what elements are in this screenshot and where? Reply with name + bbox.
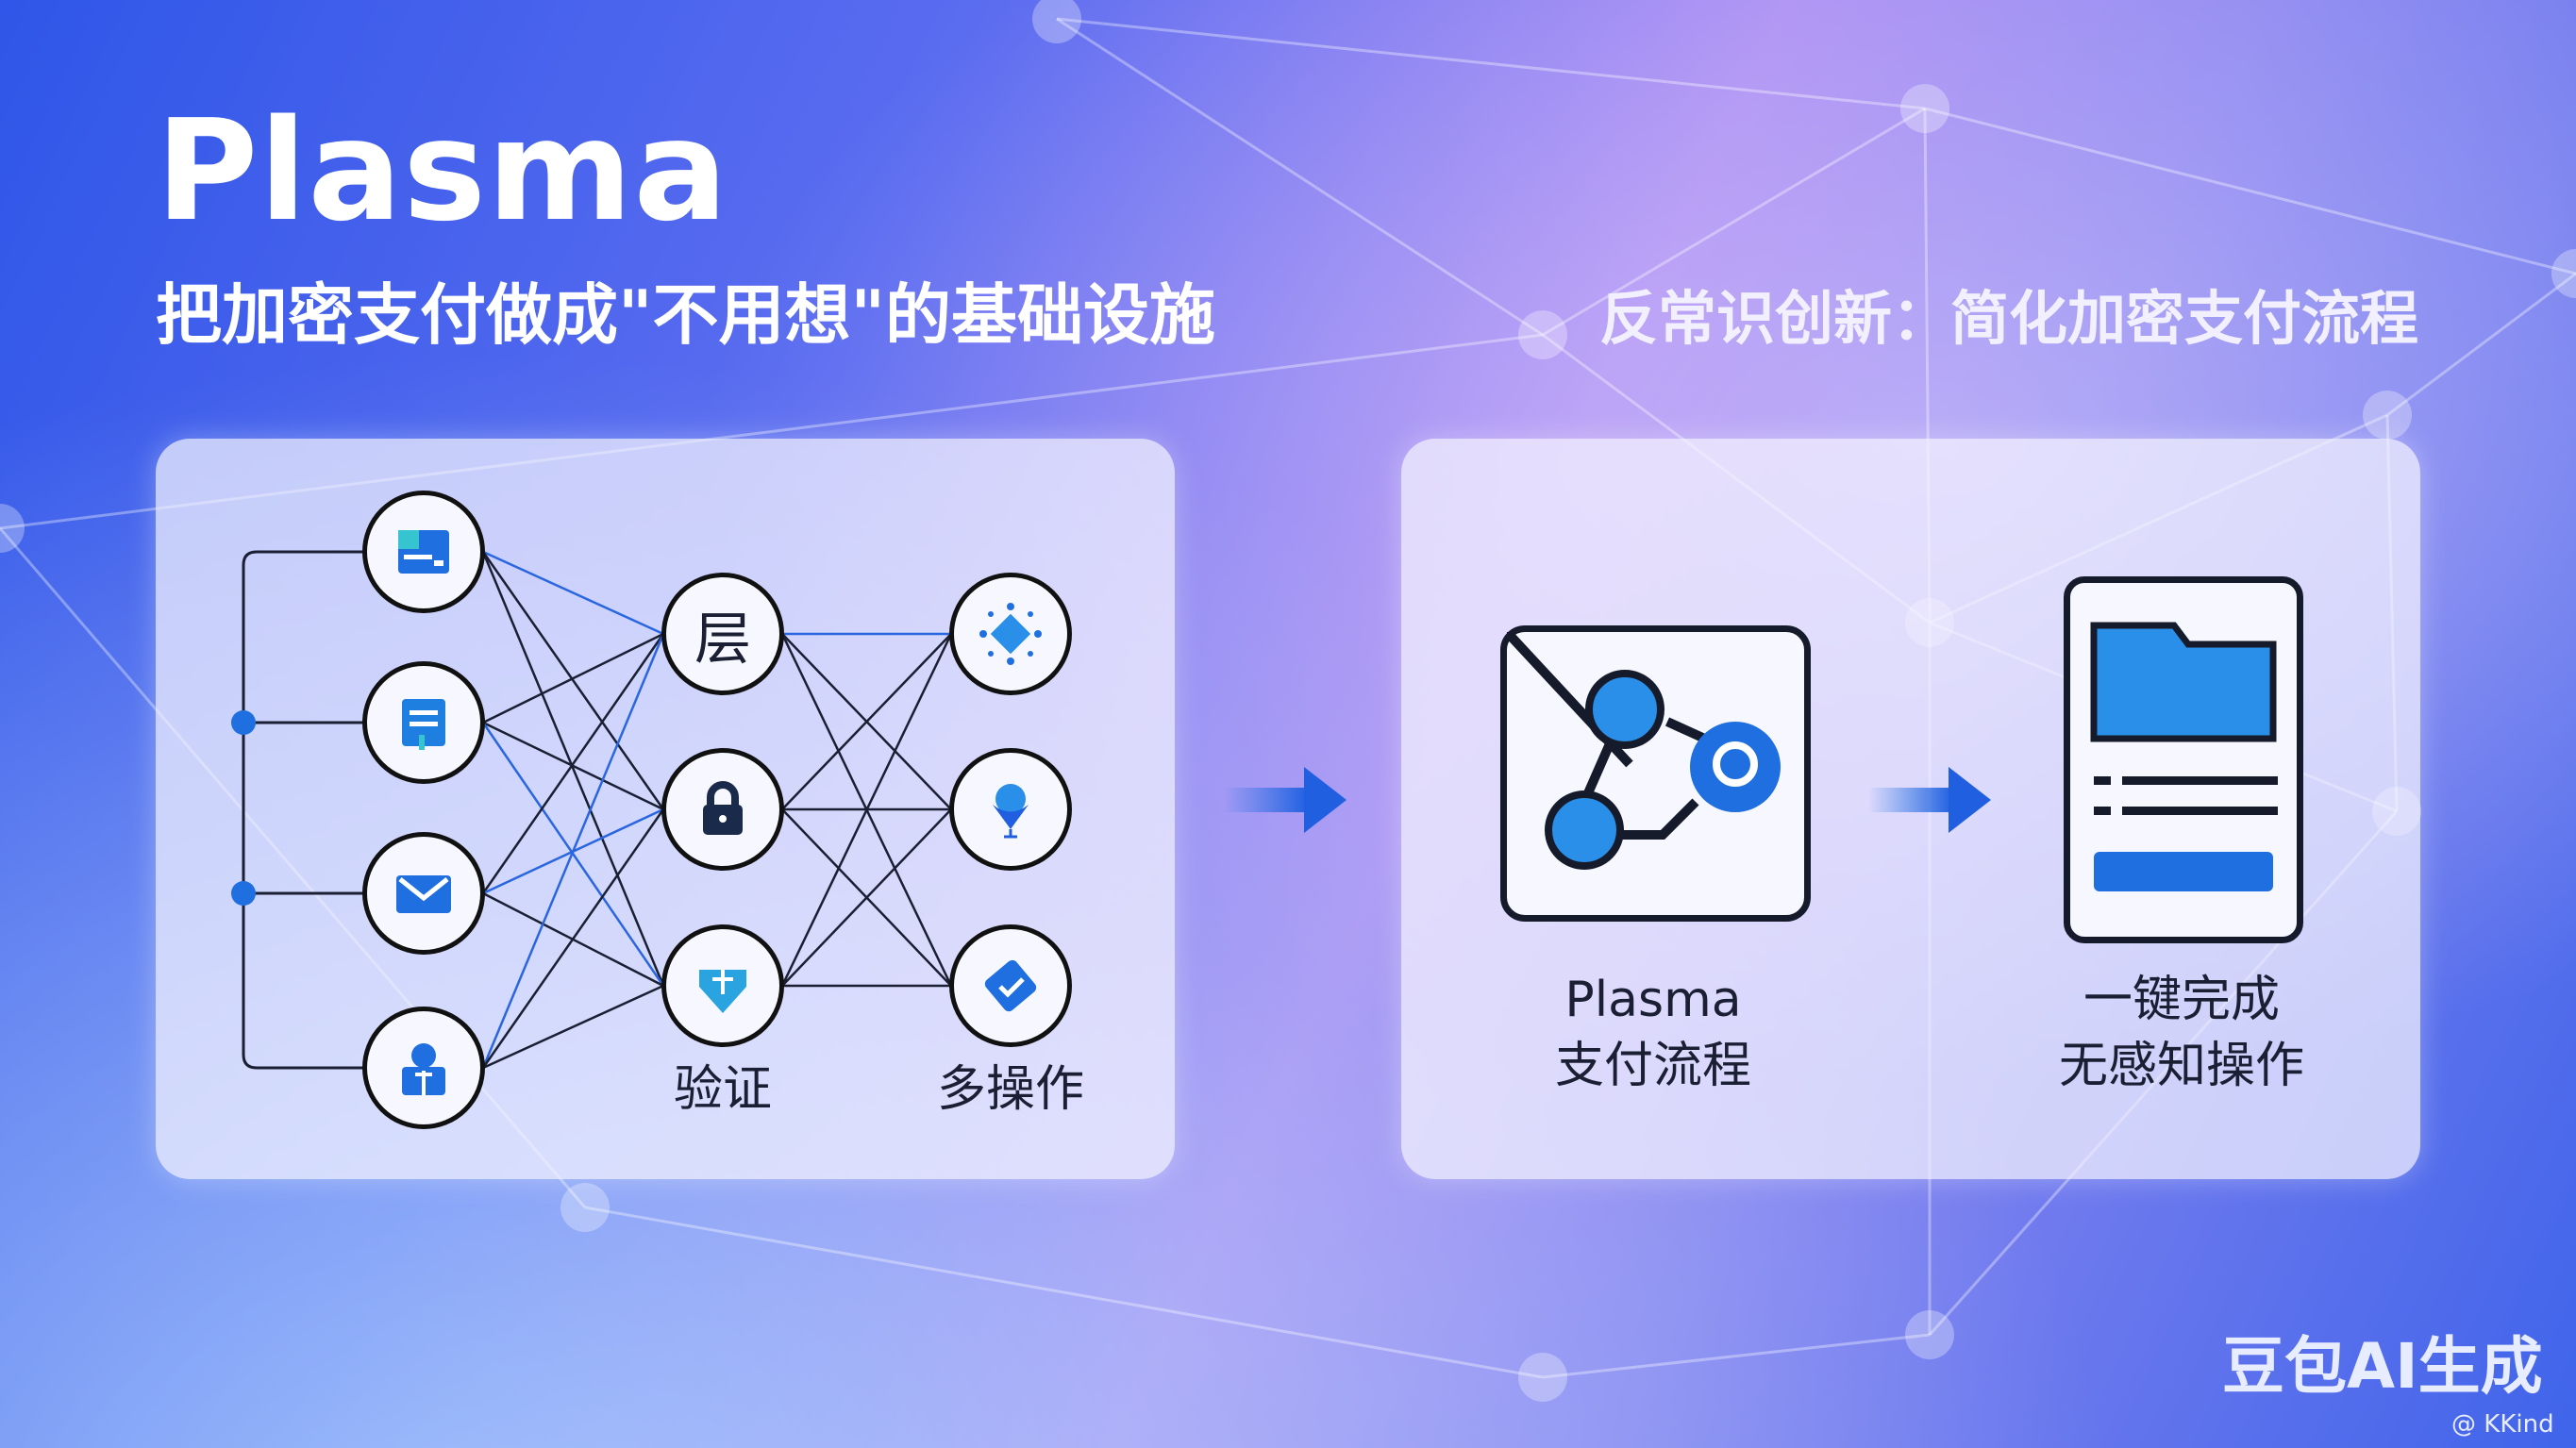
layer-text: 层 xyxy=(694,606,751,673)
network-link xyxy=(781,633,952,810)
label-line: 无感知操作 xyxy=(2058,1038,2305,1095)
label-line: 一键完成 xyxy=(2083,972,2281,1028)
bus-dot xyxy=(231,710,256,735)
gear-diamond-icon xyxy=(979,603,1042,665)
background-line xyxy=(1924,107,2576,275)
mail-node xyxy=(362,832,485,955)
arrow-right-icon xyxy=(1224,767,1347,833)
background-line xyxy=(1056,17,1926,110)
background-line xyxy=(1542,1333,1931,1379)
network-link xyxy=(481,722,665,987)
network-link xyxy=(482,550,664,636)
network-link xyxy=(481,633,665,894)
background-line xyxy=(1056,17,1544,337)
one-click-label: 一键完成无感知操作 xyxy=(2059,967,2304,1099)
network-link xyxy=(481,633,665,1069)
card-icon xyxy=(398,530,449,574)
ai-watermark: 豆包AI生成 xyxy=(2222,1330,2543,1403)
multi-op-label: 多操作 xyxy=(936,1061,1085,1118)
background-node xyxy=(1518,1353,1567,1402)
card-node xyxy=(362,491,485,613)
gear-diamond-node xyxy=(949,573,1072,695)
plasma-flow-icon xyxy=(1500,625,1811,922)
network-link xyxy=(482,632,664,724)
background-line xyxy=(584,1206,1544,1379)
notepad-node xyxy=(362,661,485,784)
plasma-flow-label: Plasma 支付流程 xyxy=(1555,967,1751,1099)
background-node xyxy=(1032,0,1081,43)
label-line: 支付流程 xyxy=(1554,1038,1752,1095)
background-node xyxy=(1900,84,1949,133)
background-node xyxy=(2551,249,2576,298)
background-line xyxy=(1542,107,1926,337)
lock-node xyxy=(661,748,784,871)
network-link xyxy=(481,551,665,987)
arrow-right-icon xyxy=(1868,767,1991,833)
shield-node xyxy=(661,924,784,1047)
background-node xyxy=(2363,391,2412,440)
check-badge-icon xyxy=(984,959,1037,1012)
mail-icon xyxy=(396,875,451,913)
document-icon xyxy=(2064,576,2303,943)
credit-text: @ KKind xyxy=(2451,1410,2554,1439)
bus-line xyxy=(242,550,364,1070)
share-network-icon xyxy=(1503,628,1781,870)
network-link xyxy=(481,808,665,1069)
location-pin-icon xyxy=(993,784,1029,839)
user-node xyxy=(362,1007,485,1129)
background-node xyxy=(0,504,25,553)
bus-dot xyxy=(231,881,256,906)
network-link xyxy=(482,984,664,1070)
label-line: Plasma xyxy=(1564,972,1742,1028)
lock-icon xyxy=(703,781,743,835)
verify-label: 验证 xyxy=(673,1061,773,1118)
document-graphic xyxy=(2090,622,2278,891)
right-subtitle: 反常识创新：简化加密支付流程 xyxy=(1599,284,2419,353)
page-subtitle: 把加密支付做成"不用想"的基础设施 xyxy=(156,276,1215,354)
network-link xyxy=(482,721,664,811)
background-node xyxy=(1905,1310,1954,1359)
network-link xyxy=(780,633,953,987)
background-node xyxy=(1518,310,1567,359)
network-link xyxy=(481,551,665,810)
user-icon xyxy=(402,1043,445,1095)
check-badge-node xyxy=(949,924,1072,1047)
layer-node: 层 xyxy=(661,573,784,695)
shield-icon xyxy=(699,970,746,1013)
background-line xyxy=(2386,272,2576,417)
page-title: Plasma xyxy=(156,90,729,252)
network-link xyxy=(781,808,952,987)
notepad-icon xyxy=(402,699,445,750)
location-pin-node xyxy=(949,748,1072,871)
background-node xyxy=(560,1183,610,1232)
